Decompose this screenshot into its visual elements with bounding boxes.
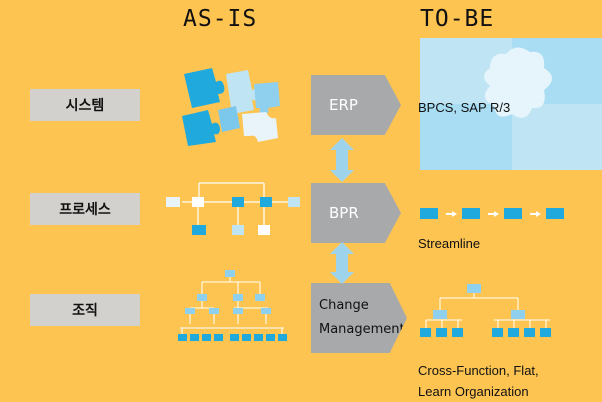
puzzle-piece xyxy=(254,82,280,114)
flow-box xyxy=(192,197,204,207)
org-node xyxy=(508,328,519,337)
row-label-system: 시스템 xyxy=(30,89,140,121)
org-node xyxy=(233,294,243,301)
flow-box xyxy=(260,197,272,207)
as-is-process-flow xyxy=(166,182,300,235)
org-node xyxy=(225,270,235,277)
org-node xyxy=(233,308,243,314)
org-node xyxy=(178,334,187,341)
flow-box xyxy=(258,225,270,235)
erp-arrow-label: ERP xyxy=(329,96,358,114)
org-node xyxy=(433,310,447,319)
org-node xyxy=(452,328,463,337)
puzzle-piece xyxy=(184,68,225,108)
org-node xyxy=(436,328,447,337)
org-node xyxy=(266,334,275,341)
change-management-label-line2: Management xyxy=(319,322,405,337)
flow-box xyxy=(546,208,564,219)
puzzle-piece xyxy=(226,70,260,114)
puzzle-piece xyxy=(182,110,220,146)
to-be-org-text: Cross-Function, Flat, Learn Organization xyxy=(418,360,539,402)
org-node xyxy=(242,334,251,341)
org-node xyxy=(185,308,195,314)
flow-box xyxy=(192,225,206,235)
puzzle-piece xyxy=(242,112,278,142)
change-management-arrow: Change Management xyxy=(311,283,407,353)
to-be-org-text-line2: Learn Organization xyxy=(418,384,529,399)
change-management-label-line1: Change xyxy=(319,298,369,313)
double-arrow-icon xyxy=(330,242,354,284)
org-node xyxy=(255,294,265,301)
row-label-organization: 조직 xyxy=(30,294,140,326)
flow-box xyxy=(420,208,438,219)
org-node xyxy=(540,328,551,337)
org-node xyxy=(254,334,263,341)
org-node xyxy=(420,328,431,337)
as-is-org-chart xyxy=(178,270,287,341)
erp-arrow: ERP xyxy=(311,75,401,135)
to-be-puzzle-system xyxy=(420,38,602,170)
to-be-header: TO-BE xyxy=(420,6,495,32)
org-node xyxy=(197,294,207,301)
org-node xyxy=(524,328,535,337)
org-node xyxy=(190,334,199,341)
as-is-puzzle-pieces xyxy=(182,68,280,146)
org-node xyxy=(278,334,287,341)
flow-box xyxy=(166,197,180,207)
bpr-arrow-label: BPR xyxy=(329,204,359,222)
org-node xyxy=(214,334,223,341)
org-node xyxy=(492,328,503,337)
flow-box xyxy=(504,208,522,219)
flow-box xyxy=(232,197,244,207)
org-node xyxy=(261,308,271,314)
puzzle-piece xyxy=(218,106,240,132)
org-node xyxy=(230,334,239,341)
bpr-arrow: BPR xyxy=(311,183,401,243)
flow-box xyxy=(232,225,244,235)
to-be-org-chart xyxy=(420,284,551,337)
to-be-streamline-flow xyxy=(420,208,564,219)
org-node xyxy=(511,310,525,319)
org-node xyxy=(467,284,481,293)
to-be-process-text: Streamline xyxy=(418,236,481,251)
to-be-system-text: BPCS, SAP R/3 xyxy=(418,100,511,115)
org-node xyxy=(202,334,211,341)
org-node xyxy=(209,308,219,314)
row-label-process: 프로세스 xyxy=(30,193,140,225)
as-is-header: AS-IS xyxy=(183,6,258,32)
double-arrow-icon xyxy=(330,138,354,182)
flow-box xyxy=(462,208,480,219)
to-be-org-text-line1: Cross-Function, Flat, xyxy=(418,363,539,378)
flow-box xyxy=(288,197,300,207)
